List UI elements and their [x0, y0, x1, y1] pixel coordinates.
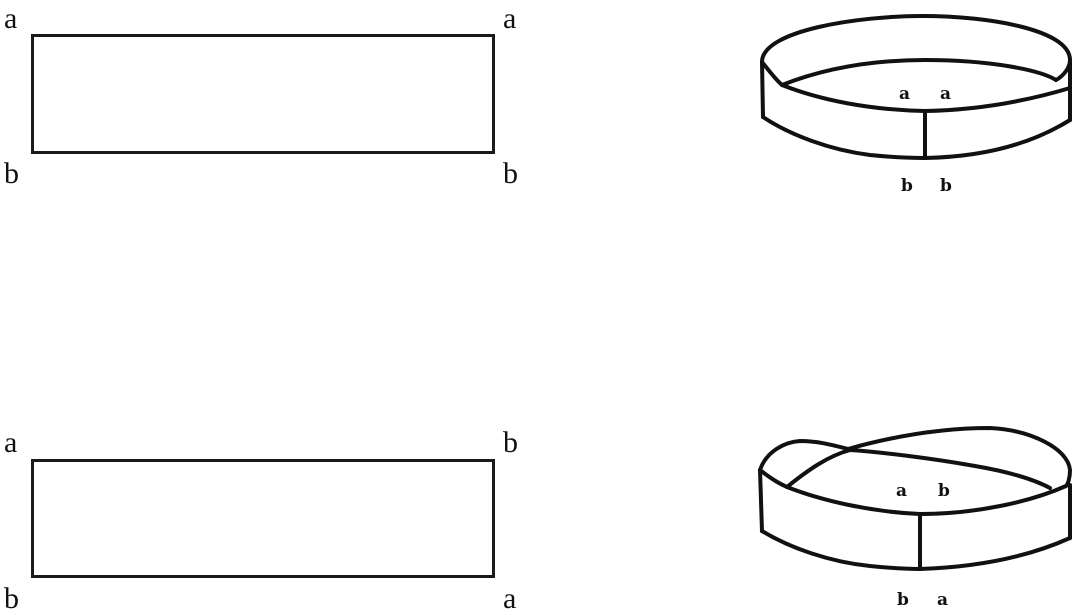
strip1-rectangle: [31, 34, 495, 154]
strip1-corner-bottom-right: b: [503, 157, 518, 190]
strip2-rectangle: [31, 459, 495, 578]
cylinder-seam-bottom-left-label: b: [901, 176, 913, 196]
strip1-corner-top-right: a: [503, 2, 517, 35]
mobius-seam-top-left-label: a: [896, 481, 908, 501]
strip2-corner-top-left: a: [4, 426, 18, 459]
cylinder-seam-top-left-label: a: [899, 84, 911, 104]
cylinder-seam-top-right-label: a: [940, 84, 952, 104]
mobius-seam-bottom-left-label: b: [897, 590, 909, 610]
strip1-corner-bottom-left: b: [4, 157, 19, 190]
strip2-corner-top-right: b: [503, 426, 518, 459]
strip2-corner-bottom-right: a: [503, 582, 517, 615]
mobius-seam-bottom-right-label: a: [937, 590, 949, 610]
strip1-corner-top-left: a: [4, 2, 18, 35]
cylinder-seam-bottom-right-label: b: [940, 176, 952, 196]
mobius-seam-top-right-label: b: [938, 481, 950, 501]
strip2-corner-bottom-left: b: [4, 582, 19, 615]
